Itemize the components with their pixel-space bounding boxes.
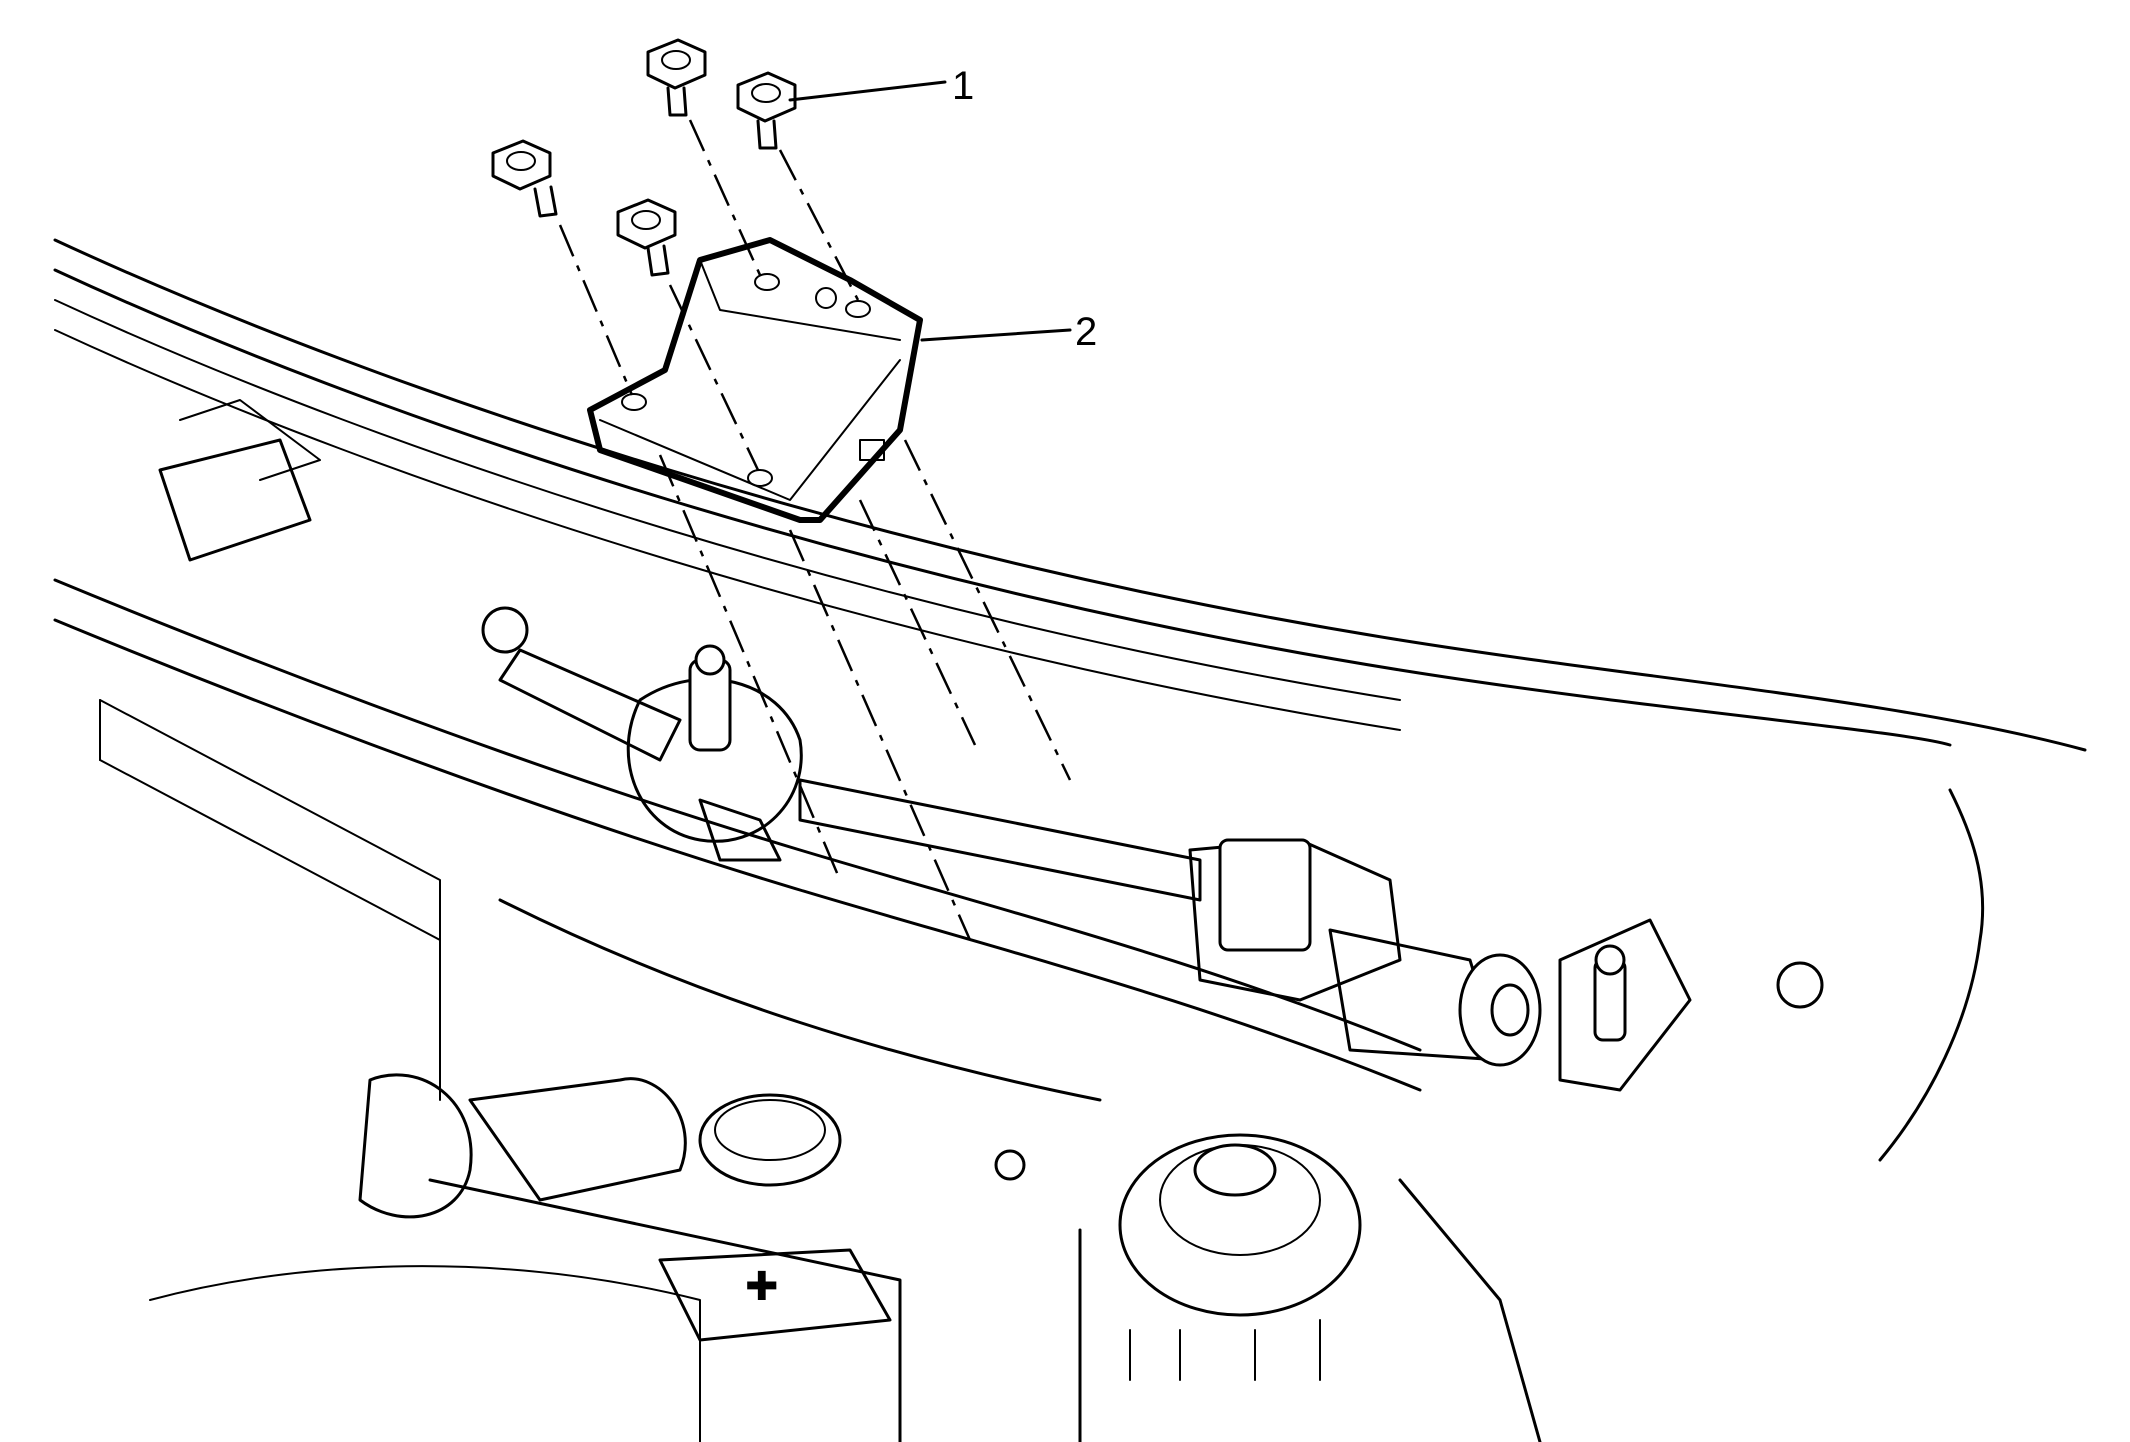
installation-lines — [558, 119, 1072, 941]
wiper-motor — [1188, 838, 1824, 1092]
windshield-lower-edge — [53, 238, 2087, 1162]
callout-1: 1 — [788, 64, 974, 108]
svg-text:✚: ✚ — [745, 1265, 779, 1309]
engine-compartment: ✚ — [149, 1073, 1542, 1442]
wiper-linkage — [481, 606, 1202, 902]
callout-2-label: 2 — [1075, 310, 1097, 354]
wiper-module-bracket — [587, 237, 923, 523]
bolt-3 — [491, 139, 558, 218]
cowl-panel — [53, 399, 1422, 1102]
bolt-2 — [736, 71, 797, 150]
bolt-4 — [616, 198, 677, 277]
callout-2: 2 — [920, 310, 1097, 354]
bolts — [491, 38, 797, 277]
callout-1-label: 1 — [952, 64, 974, 108]
bolt-1 — [646, 38, 707, 117]
